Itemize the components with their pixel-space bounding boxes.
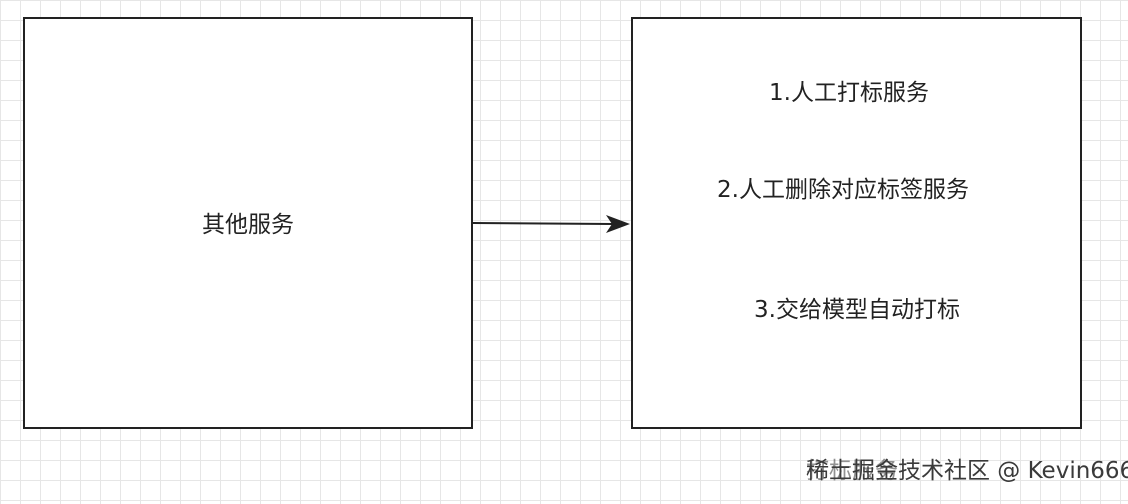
- manual-tag-delete-item: 2.人工删除对应标签服务: [717, 177, 969, 203]
- watermark-text: 稀土掘金技术社区 @ Kevin666: [806, 458, 1128, 484]
- watermark-overlay-text: 打标服务: [806, 458, 898, 484]
- other-services-label: 其他服务: [202, 212, 294, 238]
- arrow-head: [606, 215, 630, 233]
- manual-tagging-item: 1.人工打标服务: [769, 80, 929, 106]
- other-services-box[interactable]: 其他服务: [23, 17, 473, 429]
- tagging-services-box[interactable]: 1.人工打标服务 2.人工删除对应标签服务 3.交给模型自动打标: [631, 17, 1082, 429]
- auto-tagging-item: 3.交给模型自动打标: [754, 297, 960, 323]
- arrow-line: [472, 222, 613, 225]
